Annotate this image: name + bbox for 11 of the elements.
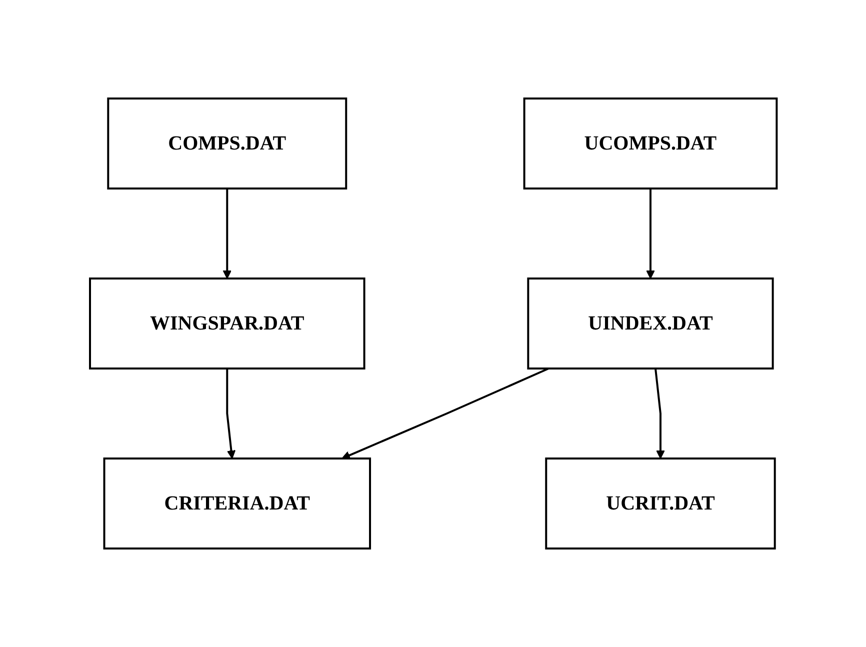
arrow bbox=[646, 188, 655, 279]
node-box: UCOMPS.DAT bbox=[522, 98, 778, 190]
node-box: COMPS.DAT bbox=[106, 98, 347, 190]
arrow bbox=[654, 368, 665, 459]
arrow bbox=[226, 368, 236, 459]
node-box: UCRIT.DAT bbox=[544, 458, 776, 550]
node-box: CRITERIA.DAT bbox=[102, 458, 371, 550]
arrow bbox=[222, 188, 232, 279]
arrow bbox=[341, 368, 549, 460]
node-box: UINDEX.DAT bbox=[526, 278, 774, 370]
node-box: WINGSPAR.DAT bbox=[88, 278, 365, 370]
